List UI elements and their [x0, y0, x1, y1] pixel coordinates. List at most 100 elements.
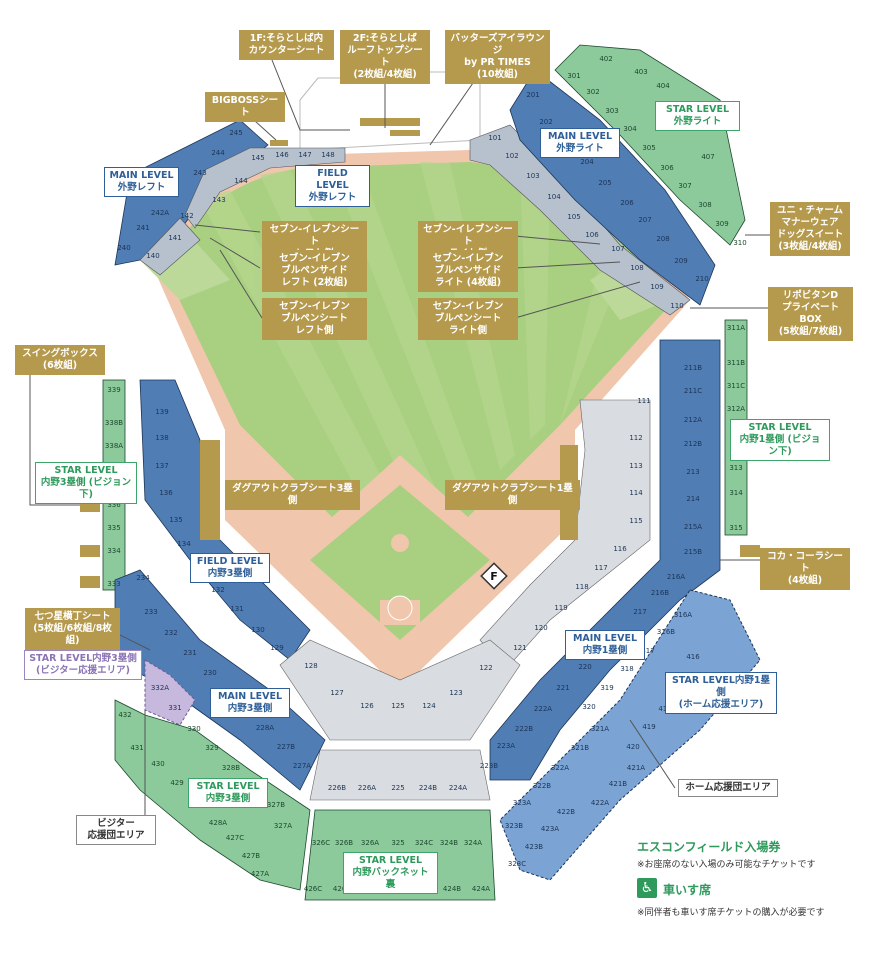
svg-text:206: 206 — [620, 199, 634, 207]
svg-text:327B: 327B — [267, 801, 285, 809]
label-dugout-3b: ダグアウトクラブシート3塁側 — [225, 480, 360, 510]
svg-text:424B: 424B — [443, 885, 461, 893]
svg-text:316B: 316B — [657, 628, 675, 636]
svg-text:426B: 426B — [333, 885, 351, 893]
svg-text:334: 334 — [107, 547, 121, 555]
svg-text:234: 234 — [136, 574, 150, 582]
svg-text:402: 402 — [599, 55, 612, 63]
svg-text:102: 102 — [505, 152, 518, 160]
svg-text:211C: 211C — [684, 387, 702, 395]
label-star-right: STAR LEVEL 外野ライト — [655, 101, 740, 131]
svg-text:423A: 423A — [541, 825, 559, 833]
label-main-3b: MAIN LEVEL 内野3塁側 — [210, 688, 290, 718]
pitchers-mound — [391, 534, 409, 552]
third-main-block — [114, 569, 326, 791]
legend-ticket-note: ※お座席のない入場のみ可能なチケットです — [637, 860, 816, 870]
svg-text:326A: 326A — [361, 839, 379, 847]
svg-text:421A: 421A — [627, 764, 645, 772]
svg-text:113: 113 — [629, 462, 642, 470]
svg-text:324B: 324B — [440, 839, 458, 847]
svg-text:422B: 422B — [557, 808, 575, 816]
svg-text:107: 107 — [611, 245, 624, 253]
svg-text:223A: 223A — [497, 742, 515, 750]
svg-text:110: 110 — [670, 302, 683, 310]
label-seven-bullpen-side-left: セブン-イレブン ブルペンサイド レフト (2枚組) — [262, 250, 367, 292]
wheelchair-icon: ♿ — [637, 878, 657, 898]
svg-text:101: 101 — [488, 134, 501, 142]
svg-text:202: 202 — [539, 118, 552, 126]
svg-text:308: 308 — [698, 201, 711, 209]
svg-text:108: 108 — [630, 264, 643, 272]
label-star-1b-vision: STAR LEVEL 内野1塁側 (ビジョン下) — [730, 419, 830, 461]
svg-text:307: 307 — [678, 182, 691, 190]
svg-text:318: 318 — [620, 665, 633, 673]
svg-text:306: 306 — [660, 164, 674, 172]
svg-text:242A: 242A — [151, 209, 169, 217]
label-seven-bullpen-right: セブン-イレブン ブルペンシート ライト側 — [418, 298, 518, 340]
right-outfield-star-block — [554, 44, 746, 246]
svg-text:431: 431 — [130, 744, 143, 752]
label-main-right: MAIN LEVEL 外野ライト — [540, 128, 620, 158]
svg-text:224A: 224A — [449, 784, 467, 792]
svg-text:135: 135 — [169, 516, 182, 524]
svg-text:F: F — [490, 570, 498, 583]
svg-text:329: 329 — [205, 744, 218, 752]
svg-text:223B: 223B — [480, 762, 498, 770]
svg-text:119: 119 — [554, 604, 567, 612]
svg-text:205: 205 — [598, 179, 611, 187]
svg-text:222B: 222B — [515, 725, 533, 733]
svg-text:208: 208 — [656, 235, 669, 243]
svg-text:231: 231 — [183, 649, 196, 657]
label-unicharm: ユニ・チャーム マナーウェア ドッグスイート (3枚組/4枚組) — [770, 202, 850, 256]
svg-text:335: 335 — [107, 524, 120, 532]
svg-text:222A: 222A — [534, 705, 552, 713]
svg-text:123: 123 — [449, 689, 462, 697]
svg-text:138: 138 — [155, 434, 168, 442]
svg-text:212A: 212A — [684, 416, 702, 424]
label-star-backnet: STAR LEVEL 内野バックネット裏 — [343, 852, 438, 894]
svg-text:338A: 338A — [105, 442, 123, 450]
svg-text:324A: 324A — [464, 839, 482, 847]
svg-text:216B: 216B — [651, 589, 669, 597]
svg-text:144: 144 — [234, 177, 248, 185]
svg-text:338B: 338B — [105, 419, 123, 427]
svg-text:321B: 321B — [571, 744, 589, 752]
svg-text:407: 407 — [701, 153, 714, 161]
svg-text:210: 210 — [695, 275, 708, 283]
svg-text:432: 432 — [118, 711, 131, 719]
svg-text:427A: 427A — [251, 870, 269, 878]
label-visitor-area: ビジター 応援団エリア — [76, 815, 156, 845]
svg-text:126: 126 — [360, 702, 374, 710]
svg-text:422A: 422A — [591, 799, 609, 807]
svg-text:129: 129 — [270, 644, 283, 652]
leader-lines — [29, 59, 770, 815]
svg-text:114: 114 — [629, 489, 643, 497]
svg-text:214: 214 — [686, 495, 700, 503]
svg-text:421B: 421B — [609, 780, 627, 788]
svg-text:226A: 226A — [358, 784, 376, 792]
svg-text:328B: 328B — [222, 764, 240, 772]
svg-text:109: 109 — [650, 283, 663, 291]
svg-text:209: 209 — [674, 257, 687, 265]
svg-text:301: 301 — [567, 72, 580, 80]
svg-text:148: 148 — [321, 151, 334, 159]
svg-text:232: 232 — [164, 629, 177, 637]
third-field-block — [139, 379, 311, 661]
svg-text:230: 230 — [203, 669, 216, 677]
svg-text:131: 131 — [230, 605, 243, 613]
infield-grass — [310, 485, 490, 640]
svg-text:322A: 322A — [551, 764, 569, 772]
svg-text:125: 125 — [391, 702, 404, 710]
svg-text:339: 339 — [107, 386, 120, 394]
svg-text:105: 105 — [567, 213, 580, 221]
svg-text:311A: 311A — [727, 324, 745, 332]
team-logo: F — [480, 562, 508, 590]
label-main-left: MAIN LEVEL 外野レフト — [104, 167, 179, 197]
svg-text:313: 313 — [729, 464, 742, 472]
svg-text:140: 140 — [146, 252, 159, 260]
svg-text:124: 124 — [422, 702, 436, 710]
svg-text:217: 217 — [633, 608, 646, 616]
svg-text:312A: 312A — [727, 405, 745, 413]
legend-ticket-title: エスコンフィールド入場券 — [637, 840, 781, 854]
